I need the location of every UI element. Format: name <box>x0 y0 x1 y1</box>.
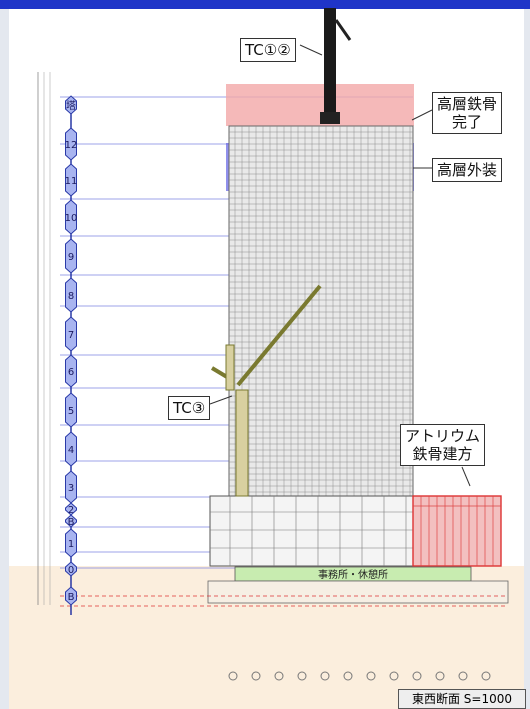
floor-marker: 2 <box>65 502 77 516</box>
section-caption: 東西断面 S=1000 <box>398 689 526 709</box>
grid-axis-circle <box>228 671 238 681</box>
callout-atrium-line2: 鉄骨建方 <box>412 445 473 463</box>
crane-tc3-mast <box>235 389 249 497</box>
grid-axis-circle <box>458 671 468 681</box>
grid-axis-circle <box>320 671 330 681</box>
floor-marker-label: 5 <box>68 406 74 417</box>
floor-marker: 1 <box>65 528 77 558</box>
grid-axis-circle <box>297 671 307 681</box>
callout-line <box>411 109 433 121</box>
crane-tc12-mast <box>324 8 336 120</box>
callout-line <box>299 44 323 56</box>
window-top-bar <box>0 0 530 9</box>
floor-marker-label: 3 <box>68 483 74 494</box>
floor-marker: 3 <box>65 470 77 504</box>
callout-steel-top-line1: 高層鉄骨 <box>437 95 498 113</box>
floor-marker-label: 塔 <box>66 99 76 112</box>
floor-marker: 5 <box>65 392 77 428</box>
floor-marker-shape <box>65 561 77 577</box>
office-label: 事務所・休憩所 <box>318 568 388 581</box>
floor-marker-label: 4 <box>68 445 74 456</box>
floor-marker-label: 9 <box>68 252 74 263</box>
crane-tc12-jib <box>334 19 352 41</box>
floor-marker: 12 <box>65 127 78 161</box>
grid-axis-circle <box>251 671 261 681</box>
floor-marker: 塔 <box>65 95 77 115</box>
floor-marker: 8 <box>65 277 77 313</box>
floor-marker-shape <box>65 528 77 558</box>
callout-steel-top-line2: 完了 <box>452 113 483 131</box>
grid-axis-circle <box>343 671 353 681</box>
floor-marker-label: 7 <box>68 330 74 341</box>
callout-atrium: アトリウム 鉄骨建方 <box>400 424 486 466</box>
floor-marker-label: 12 <box>65 140 78 151</box>
crane-tc3-tower-top <box>225 344 235 391</box>
floor-marker: 9 <box>65 238 77 274</box>
floor-marker: 6 <box>65 354 77 388</box>
callout-facade: 高層外装 <box>432 158 503 182</box>
floor-marker-shape <box>65 95 77 115</box>
callout-line <box>209 395 233 405</box>
floor-marker: B <box>65 586 77 606</box>
floor-marker-label: B <box>68 517 75 528</box>
floor-marker-shape <box>65 127 77 161</box>
callout-tc12: TC①② <box>240 38 296 62</box>
crane-tc12-base <box>320 112 340 124</box>
floor-marker-shape <box>65 238 77 274</box>
floor-marker: B <box>65 514 77 528</box>
floor-marker: 10 <box>65 199 78 235</box>
floor-marker-shape <box>65 514 77 528</box>
callout-tc3: TC③ <box>168 396 211 420</box>
grid-axis-circle <box>389 671 399 681</box>
crane-tc3-jib <box>236 284 322 387</box>
floor-marker-shape <box>65 392 77 428</box>
floor-marker-label: 2 <box>68 505 74 516</box>
floor-marker-shape <box>65 163 77 197</box>
grid-axis-circle <box>274 671 284 681</box>
grid-axis-circle <box>435 671 445 681</box>
floor-marker-label: 10 <box>65 213 78 224</box>
grid-axis-circle <box>366 671 376 681</box>
floor-marker: 11 <box>65 163 78 197</box>
floor-marker-label: 6 <box>68 367 74 378</box>
floor-marker-label: 11 <box>65 176 78 187</box>
floor-marker-label: B <box>68 592 75 603</box>
floor-marker: 0 <box>65 561 77 577</box>
floor-marker: 4 <box>65 431 77 467</box>
callout-line <box>461 466 471 487</box>
floor-marker-label: 1 <box>68 539 74 550</box>
basement <box>207 580 509 604</box>
floor-marker-label: 0 <box>68 565 74 576</box>
atrium-steel-zone <box>412 495 502 567</box>
floor-marker-shape <box>65 199 77 235</box>
tower-body <box>228 125 414 497</box>
grid-axis-circle <box>412 671 422 681</box>
floor-marker-shape <box>65 586 77 606</box>
grid-axis-circle <box>481 671 491 681</box>
callout-atrium-line1: アトリウム <box>405 427 481 445</box>
floor-marker: 7 <box>65 316 77 352</box>
floor-marker-label: 8 <box>68 291 74 302</box>
floor-marker-shape <box>65 431 77 467</box>
callout-steel-top: 高層鉄骨 完了 <box>432 92 503 134</box>
floor-marker-shape <box>65 316 77 352</box>
podium <box>209 495 414 567</box>
floor-marker-shape <box>65 277 77 313</box>
floor-marker-shape <box>65 354 77 388</box>
